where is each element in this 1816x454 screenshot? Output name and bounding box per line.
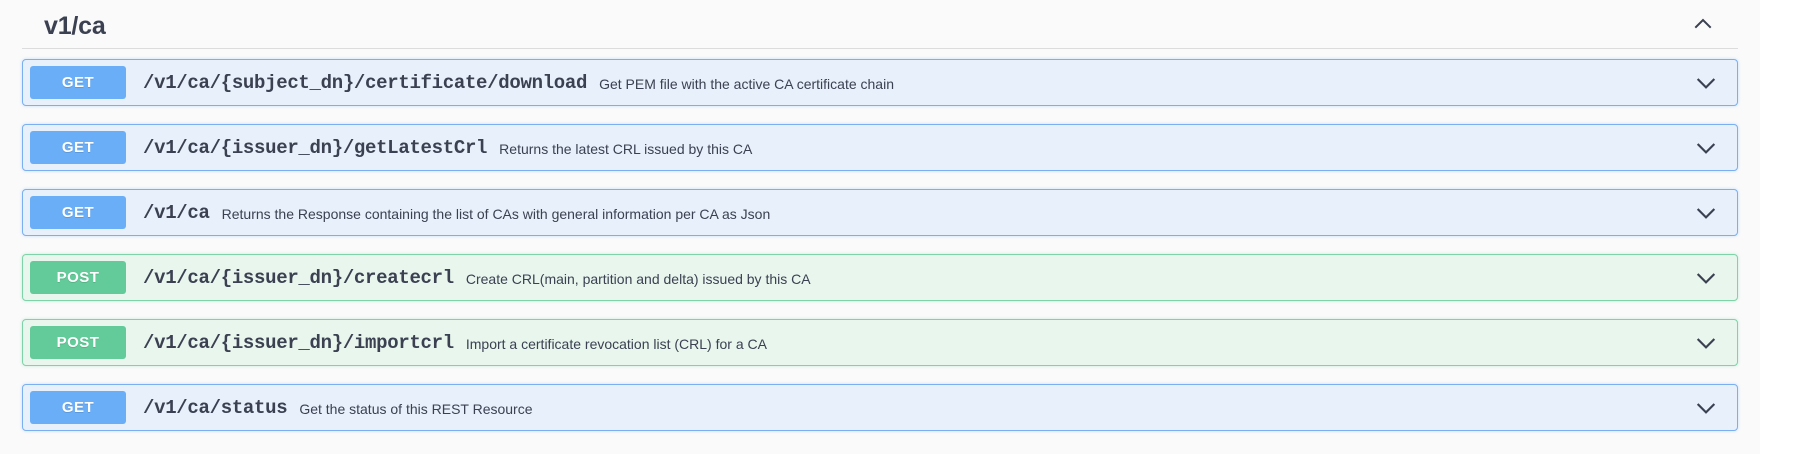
operation-description: Returns the latest CRL issued by this CA — [499, 140, 753, 157]
operation-path: /v1/ca/{issuer_dn}/createcrl — [143, 266, 454, 289]
chevron-down-icon[interactable] — [1689, 196, 1723, 230]
http-method-badge: GET — [30, 131, 126, 164]
page-title: v1/ca — [44, 11, 106, 40]
operation-row[interactable]: GET/v1/ca/{subject_dn}/certificate/downl… — [22, 59, 1738, 106]
operation-path: /v1/ca — [143, 201, 210, 224]
operation-path: /v1/ca/status — [143, 396, 288, 419]
chevron-down-icon[interactable] — [1689, 131, 1723, 165]
http-method-badge: GET — [30, 196, 126, 229]
operation-path: /v1/ca/{issuer_dn}/getLatestCrl — [143, 136, 488, 159]
chevron-down-icon[interactable] — [1689, 261, 1723, 295]
operation-row[interactable]: GET/v1/ca/{issuer_dn}/getLatestCrl Return… — [22, 124, 1738, 171]
operation-row[interactable]: POST/v1/ca/{issuer_dn}/createcrl Create C… — [22, 254, 1738, 301]
operation-description: Create CRL(main, partition and delta) is… — [465, 270, 811, 287]
operations-list: GET/v1/ca/{subject_dn}/certificate/downl… — [0, 49, 1760, 431]
http-method-badge: POST — [30, 326, 126, 359]
tag-header-v1-ca[interactable]: v1/ca — [22, 0, 1738, 49]
operation-row[interactable]: POST/v1/ca/{issuer_dn}/importcrl Import a… — [22, 319, 1738, 366]
operation-path: /v1/ca/{issuer_dn}/importcrl — [143, 331, 454, 354]
operation-row[interactable]: GET/v1/ca/status Get the status of this R… — [22, 384, 1738, 431]
chevron-down-icon[interactable] — [1689, 66, 1723, 100]
http-method-badge: GET — [30, 391, 126, 424]
operation-row[interactable]: GET/v1/ca Returns the Response containing… — [22, 189, 1738, 236]
operation-path: /v1/ca/{subject_dn}/certificate/download — [143, 71, 588, 94]
operations-tag-section: v1/ca GET/v1/ca/{subject_dn}/certificate… — [0, 0, 1760, 431]
chevron-down-icon[interactable] — [1689, 326, 1723, 360]
operation-description: Returns the Response containing the list… — [221, 205, 771, 222]
chevron-down-icon[interactable] — [1689, 391, 1723, 425]
operation-description: Get the status of this REST Resource — [299, 400, 533, 417]
http-method-badge: POST — [30, 261, 126, 294]
operation-description: Import a certificate revocation list (CR… — [465, 335, 767, 352]
operation-description: Get PEM file with the active CA certific… — [599, 75, 894, 92]
http-method-badge: GET — [30, 66, 126, 99]
chevron-up-icon[interactable] — [1690, 11, 1716, 37]
